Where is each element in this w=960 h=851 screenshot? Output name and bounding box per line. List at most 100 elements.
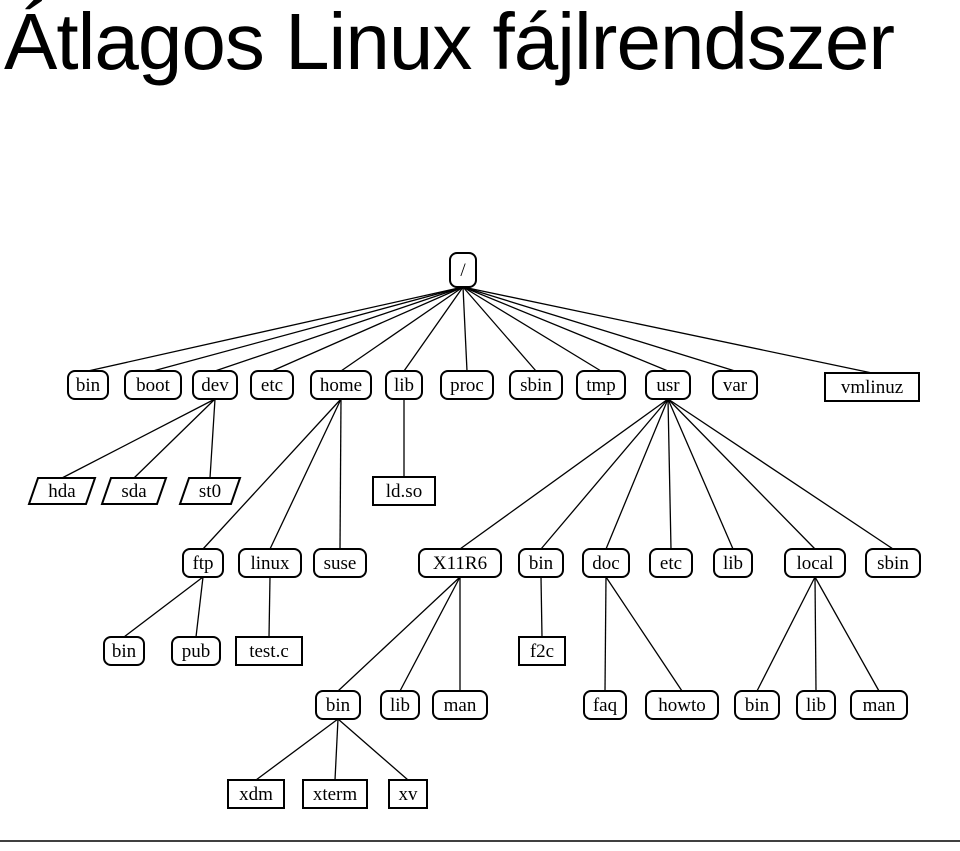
node-ftp: ftp [182, 548, 224, 578]
node-l_man-label: man [863, 695, 896, 716]
node-tmp-box [576, 370, 626, 400]
node-root-box [449, 252, 477, 288]
node-sda-label: sda [121, 481, 147, 502]
node-etc-label: etc [261, 375, 283, 396]
node-testc-label: test.c [249, 641, 289, 662]
node-howto-box [645, 690, 719, 720]
node-x11r6-label: X11R6 [433, 553, 487, 574]
edge-usr-usr_sbin [667, 398, 894, 550]
node-local-label: local [797, 553, 834, 574]
node-vmlinuz: vmlinuz [824, 372, 920, 402]
node-boot: boot [124, 370, 182, 400]
node-usr: usr [645, 370, 691, 400]
node-l_man-box [850, 690, 908, 720]
edge-root-bin [87, 286, 464, 372]
node-lib: lib [385, 370, 423, 400]
node-suse-label: suse [324, 553, 357, 574]
node-xterm: xterm [302, 779, 368, 809]
node-doc-label: doc [592, 553, 619, 574]
node-hda-box [27, 477, 97, 505]
node-x_bin-label: bin [326, 695, 351, 716]
node-testc: test.c [235, 636, 303, 666]
node-ftp_bin-label: bin [112, 641, 137, 662]
node-suse-box [313, 548, 367, 578]
node-usr_etc-label: etc [660, 553, 682, 574]
node-doc-box [582, 548, 630, 578]
edge-root-var [462, 286, 736, 372]
node-faq-label: faq [593, 695, 618, 716]
edge-local-l_bin [756, 576, 816, 692]
node-etc: etc [250, 370, 294, 400]
node-pub-box [171, 636, 221, 666]
node-xv-label: xv [399, 784, 419, 805]
node-usr_etc: etc [649, 548, 693, 578]
node-linux: linux [238, 548, 302, 578]
node-sda: sda [100, 477, 168, 505]
node-usr_etc-box [649, 548, 693, 578]
node-ftp-box [182, 548, 224, 578]
node-bin: bin [67, 370, 109, 400]
node-suse: suse [313, 548, 367, 578]
node-linux-label: linux [250, 553, 290, 574]
node-ldso: ld.so [372, 476, 436, 506]
edge-root-lib [403, 286, 464, 372]
node-proc: proc [440, 370, 494, 400]
node-x_bin: bin [315, 690, 361, 720]
node-ldso-label: ld.so [386, 481, 422, 502]
edge-root-tmp [462, 286, 602, 372]
node-x11r6-box [418, 548, 502, 578]
node-vmlinuz-label: vmlinuz [841, 377, 903, 398]
node-x_bin-box [315, 690, 361, 720]
node-usr_bin: bin [518, 548, 564, 578]
edge-root-dev [214, 286, 464, 372]
node-xv: xv [388, 779, 428, 809]
edge-root-sbin [462, 286, 537, 372]
node-x_lib-label: lib [390, 695, 410, 716]
node-l_lib: lib [796, 690, 836, 720]
node-local: local [784, 548, 846, 578]
tree-edges [61, 286, 894, 781]
node-vmlinuz-box [824, 372, 920, 402]
node-bin-box [67, 370, 109, 400]
node-tmp: tmp [576, 370, 626, 400]
node-dev: dev [192, 370, 238, 400]
node-dev-box [192, 370, 238, 400]
node-l_bin-box [734, 690, 780, 720]
node-howto-label: howto [658, 695, 706, 716]
node-st0: st0 [178, 477, 242, 505]
node-root: / [449, 252, 477, 288]
node-lib-label: lib [394, 375, 414, 396]
edge-usr-usr_bin [540, 398, 669, 550]
node-dev-label: dev [201, 375, 229, 396]
node-proc-label: proc [450, 375, 484, 396]
edge-root-etc [271, 286, 464, 372]
node-root-label: / [460, 260, 466, 281]
node-usr_sbin-box [865, 548, 921, 578]
node-ftp-label: ftp [192, 553, 213, 574]
edge-root-proc [462, 286, 468, 372]
node-l_bin: bin [734, 690, 780, 720]
edge-usr_bin-f2c [540, 576, 543, 638]
node-x_man-label: man [444, 695, 477, 716]
edge-dev-st0 [209, 398, 216, 479]
node-f2c: f2c [518, 636, 566, 666]
node-pub: pub [171, 636, 221, 666]
node-tmp-label: tmp [586, 375, 616, 396]
edge-doc-faq [604, 576, 607, 692]
node-usr-box [645, 370, 691, 400]
node-x_man: man [432, 690, 488, 720]
node-faq: faq [583, 690, 627, 720]
node-l_lib-label: lib [806, 695, 826, 716]
node-doc: doc [582, 548, 630, 578]
node-st0-box [178, 477, 242, 505]
node-hda: hda [27, 477, 97, 505]
edge-dev-hda [61, 398, 216, 479]
node-x_lib-box [380, 690, 420, 720]
node-xdm-box [227, 779, 285, 809]
node-x_man-box [432, 690, 488, 720]
node-xterm-label: xterm [313, 784, 358, 805]
edge-root-usr [462, 286, 669, 372]
node-ftp_bin: bin [103, 636, 145, 666]
node-usr_lib-box [713, 548, 753, 578]
